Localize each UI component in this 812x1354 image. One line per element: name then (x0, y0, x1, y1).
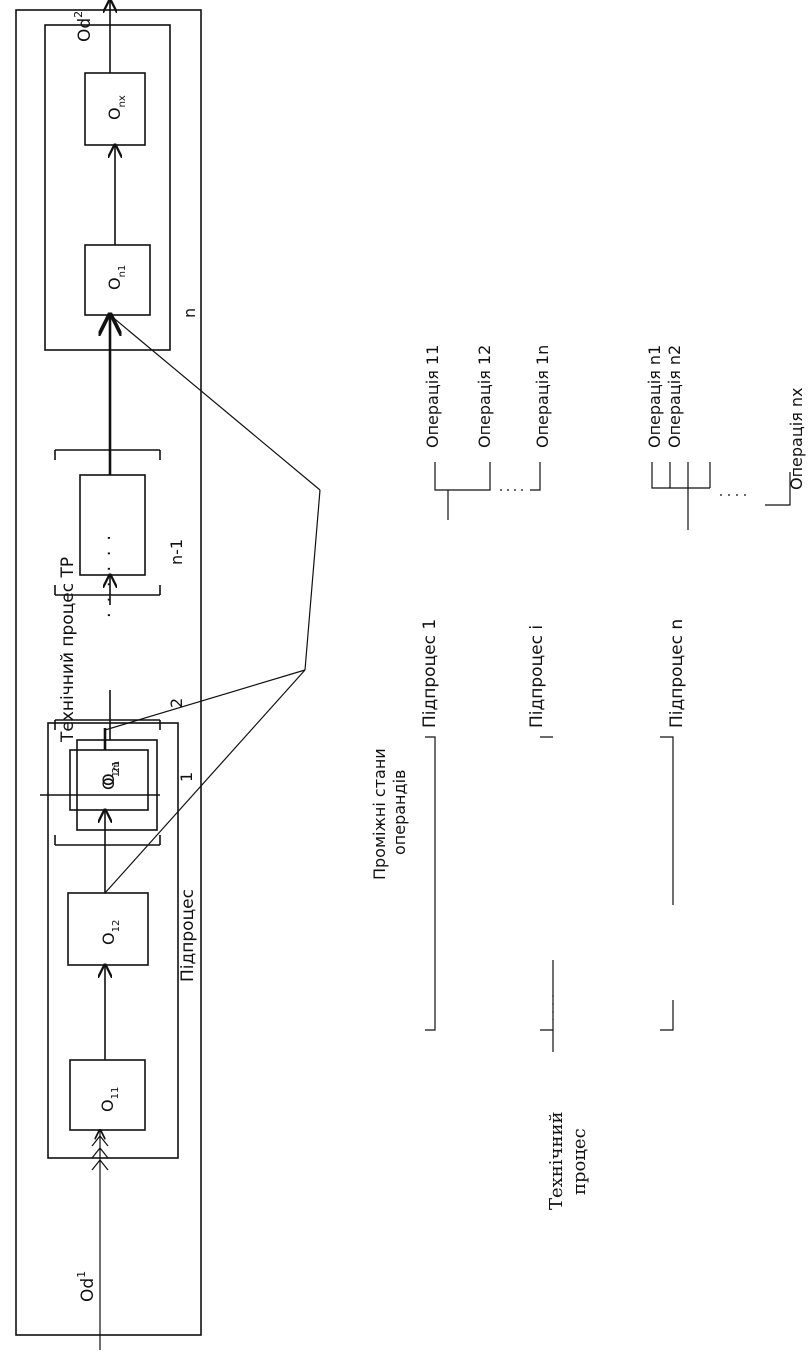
op-label-o12: O12 (99, 920, 122, 945)
stage-n-1-bracket (54, 449, 161, 596)
state-line-3 (109, 314, 321, 491)
state-line-2 (104, 669, 306, 731)
tree-op-n1: Операція n1 (645, 345, 664, 448)
operation-box-o11 (69, 1059, 146, 1131)
process-flow (15, 0, 321, 1350)
tree-op-12: Операція 12 (475, 345, 494, 448)
intermediate-states-line1: Проміжні стани (370, 748, 389, 880)
op-label-o11: O11 (98, 1087, 121, 1112)
tree-op-n2: Операція n2 (665, 345, 684, 448)
technical-process-frame (15, 9, 202, 1336)
tree-root-line1: Технічний (546, 1112, 567, 1210)
tree-subprocess-i: Підпроцес і (527, 625, 547, 728)
tree-op-1n: Операція 1n (533, 345, 552, 448)
stage-2-bracket (54, 719, 161, 846)
hierarchy-tree: Технічний процес Підпроцес 1 Підпроцес і… (420, 345, 806, 1210)
stage-number-n: n (180, 308, 199, 318)
o21-box-label: O21 (99, 761, 122, 786)
intermediate-states-line2: операндів (390, 770, 409, 855)
operation-box-o12 (67, 892, 149, 966)
output-label: Od2 (72, 11, 95, 42)
tree-subprocess-1: Підпроцес 1 (420, 619, 440, 728)
stage-number-1: 1 (177, 772, 196, 782)
state-line-4 (304, 489, 321, 671)
tree-op-nx: Операція nx (787, 387, 806, 490)
subprocess-1-frame (47, 722, 179, 1159)
subprocess-label: Підпроцес (178, 889, 198, 982)
flow-ellipsis: · · · · · · (99, 533, 120, 618)
operation-o21-box (76, 739, 158, 831)
subprocess-n-frame (44, 24, 171, 351)
tree-ops1-bracket (434, 462, 541, 520)
tree-subprocess-n: Підпроцес n (667, 619, 687, 728)
state-line-1 (104, 669, 306, 894)
tree-op-11: Операція 11 (423, 345, 442, 448)
op-label-onx: Onx (105, 95, 128, 120)
tree-ops2-last (765, 472, 791, 506)
tree-ops2-bracket (651, 462, 711, 530)
op-label-on1: On1 (105, 265, 128, 290)
tree-root-line2: процес (569, 1128, 590, 1195)
process-labels: Технічний процес ТР Od1 Od2 Підпроцес 1 … (58, 11, 409, 1302)
title-label: Технічний процес ТР (58, 557, 78, 743)
input-arrow-chevrons (91, 1135, 109, 1171)
stage-number-n-1: n-1 (167, 539, 186, 565)
op-label-o1m: O1m (99, 761, 122, 790)
tree-subprocess-bracket (425, 736, 674, 1031)
stage-number-2: 2 (167, 698, 186, 708)
input-label: Od1 (75, 1271, 98, 1302)
